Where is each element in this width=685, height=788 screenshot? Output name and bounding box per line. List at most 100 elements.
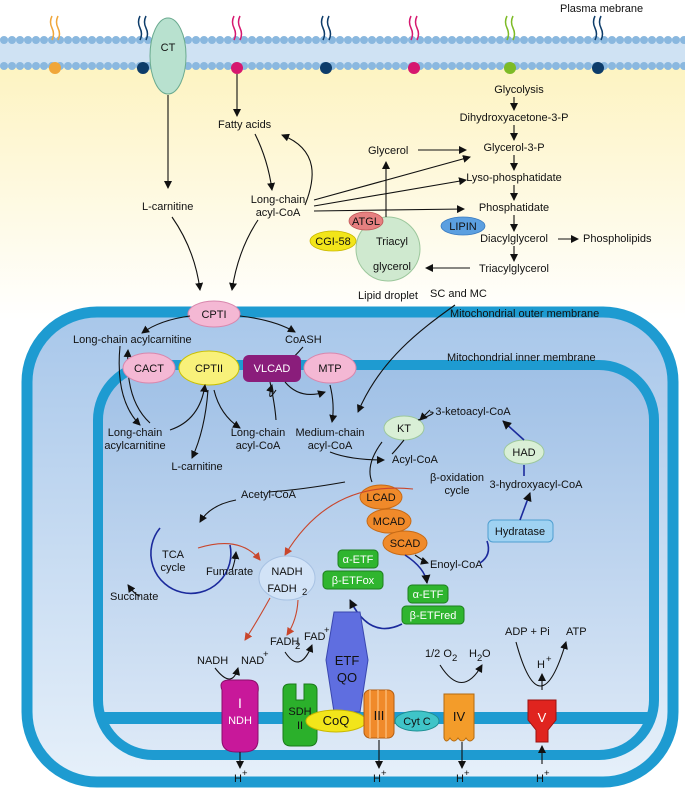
- membrane-bead: [560, 62, 568, 70]
- membrane-bead: [608, 36, 616, 44]
- membrane-bead: [400, 62, 408, 70]
- mtp-label: MTP: [318, 363, 341, 375]
- ct-transporter: [149, 17, 187, 95]
- alpha-etf-top-label: α-ETF: [343, 554, 374, 566]
- membrane-bead: [96, 36, 104, 44]
- o2-sub: 2: [452, 653, 457, 664]
- lc-acylcarnitine-in-2: acylcarnitine: [104, 440, 165, 452]
- cgi58-enzyme: [309, 230, 357, 252]
- fadh2-center-sub: 2: [302, 587, 307, 598]
- etf-qo-complex: [325, 611, 369, 713]
- lc-acylcarnitine-outer-label: Long-chain acylcarnitine: [73, 334, 192, 346]
- membrane-bead: [288, 36, 296, 44]
- membrane-bead: [128, 62, 136, 70]
- membrane-bead: [200, 36, 208, 44]
- membrane-bead: [280, 36, 288, 44]
- membrane-bead: [528, 62, 536, 70]
- membrane-bead: [8, 36, 16, 44]
- phosphatidate-label: Phosphatidate: [479, 202, 549, 214]
- coash-label: CoASH: [285, 334, 322, 346]
- complex-ii-label: II: [297, 720, 303, 732]
- hydroxyacyl-label: 3-hydroxyacyl-CoA: [490, 479, 584, 491]
- membrane-bead: [608, 62, 616, 70]
- plasma-membrane: [0, 36, 685, 70]
- complex-iv-label: IV: [453, 709, 466, 724]
- tca-to-nadh-arrow: [197, 543, 261, 561]
- membrane-bead: [464, 36, 472, 44]
- membrane-bead: [384, 62, 392, 70]
- membrane-bead: [24, 36, 32, 44]
- membrane-bead: [368, 62, 376, 70]
- glycerol-label: Glycerol: [368, 145, 408, 157]
- membrane-bead: [352, 62, 360, 70]
- membrane-bead: [104, 36, 112, 44]
- membrane-bead: [72, 62, 80, 70]
- membrane-bead: [432, 36, 440, 44]
- membrane-bead: [8, 62, 16, 70]
- h-plus-iii: H: [373, 773, 381, 785]
- glycolysis-label: Glycolysis: [494, 84, 544, 96]
- membrane-bead: [120, 36, 128, 44]
- cyt-c-label: Cyt C: [403, 716, 431, 728]
- membrane-bead: [216, 36, 224, 44]
- adp-pi-label: ADP + Pi: [505, 626, 550, 638]
- membrane-bead: [568, 36, 576, 44]
- fadh2-to-complex-ii-arrow: [286, 599, 299, 636]
- diacylglycerol-label: Diacylglycerol: [480, 233, 548, 245]
- membrane-bead: [144, 36, 152, 44]
- l-carnitine-in-label: L-carnitine: [171, 461, 222, 473]
- complex-iii-stripes: [369, 690, 387, 738]
- alpha-etf-top: [337, 549, 379, 569]
- lc-acylcarnitine-in-1: Long-chain: [108, 427, 162, 439]
- membrane-bead: [80, 36, 88, 44]
- membrane-bead: [336, 62, 344, 70]
- half-o2-label: 1/2 O: [425, 648, 452, 660]
- membrane-bead: [344, 36, 352, 44]
- membrane-bead: [456, 62, 464, 70]
- atp-synthesis-arrow: [515, 641, 568, 687]
- h-plus-v: H: [536, 773, 544, 785]
- membrane-bead: [680, 36, 685, 44]
- membrane-bead: [592, 36, 600, 44]
- membrane-bead: [424, 36, 432, 44]
- membrane-bead: [104, 62, 112, 70]
- membrane-bead: [112, 62, 120, 70]
- membrane-bead: [496, 36, 504, 44]
- membrane-bead: [256, 36, 264, 44]
- membrane-bead: [408, 36, 416, 44]
- ct-label: CT: [161, 42, 176, 54]
- lipin-label: LIPIN: [449, 221, 477, 233]
- lyso-phosphatidate-label: Lyso-phosphatidate: [466, 172, 562, 184]
- membrane-bead: [224, 36, 232, 44]
- membrane-bead: [280, 62, 288, 70]
- h-plus-v-sup: +: [544, 768, 550, 779]
- membrane-bead: [632, 62, 640, 70]
- membrane-bead: [616, 62, 624, 70]
- membrane-bead: [272, 62, 280, 70]
- membrane-bead: [344, 62, 352, 70]
- membrane-bead: [384, 36, 392, 44]
- sdh-label: SDH: [288, 706, 311, 718]
- membrane-bead: [624, 36, 632, 44]
- membrane-bead: [440, 62, 448, 70]
- kt-label: KT: [397, 423, 411, 435]
- h-plus-iv: H: [456, 773, 464, 785]
- membrane-bead: [496, 62, 504, 70]
- beta-etfred-label: β-ETFred: [410, 610, 457, 622]
- membrane-bead: [128, 36, 136, 44]
- membrane-bead: [336, 36, 344, 44]
- membrane-bead: [312, 62, 320, 70]
- succinate-label: Succinate: [110, 591, 158, 603]
- membrane-bead: [40, 36, 48, 44]
- mtp-enzyme: [303, 352, 357, 384]
- fad-plus-label: FAD: [304, 631, 325, 643]
- membrane-bead: [544, 36, 552, 44]
- lcad-enzyme: [359, 484, 403, 510]
- membrane-bead: [424, 62, 432, 70]
- ndh-label: NDH: [228, 715, 252, 727]
- membrane-bead: [368, 36, 376, 44]
- ketoacyl-label: 3-ketoacyl-CoA: [435, 406, 511, 418]
- membrane-bead: [0, 62, 8, 70]
- membrane-bead: [504, 36, 512, 44]
- atgl-label: ATGL: [352, 216, 380, 228]
